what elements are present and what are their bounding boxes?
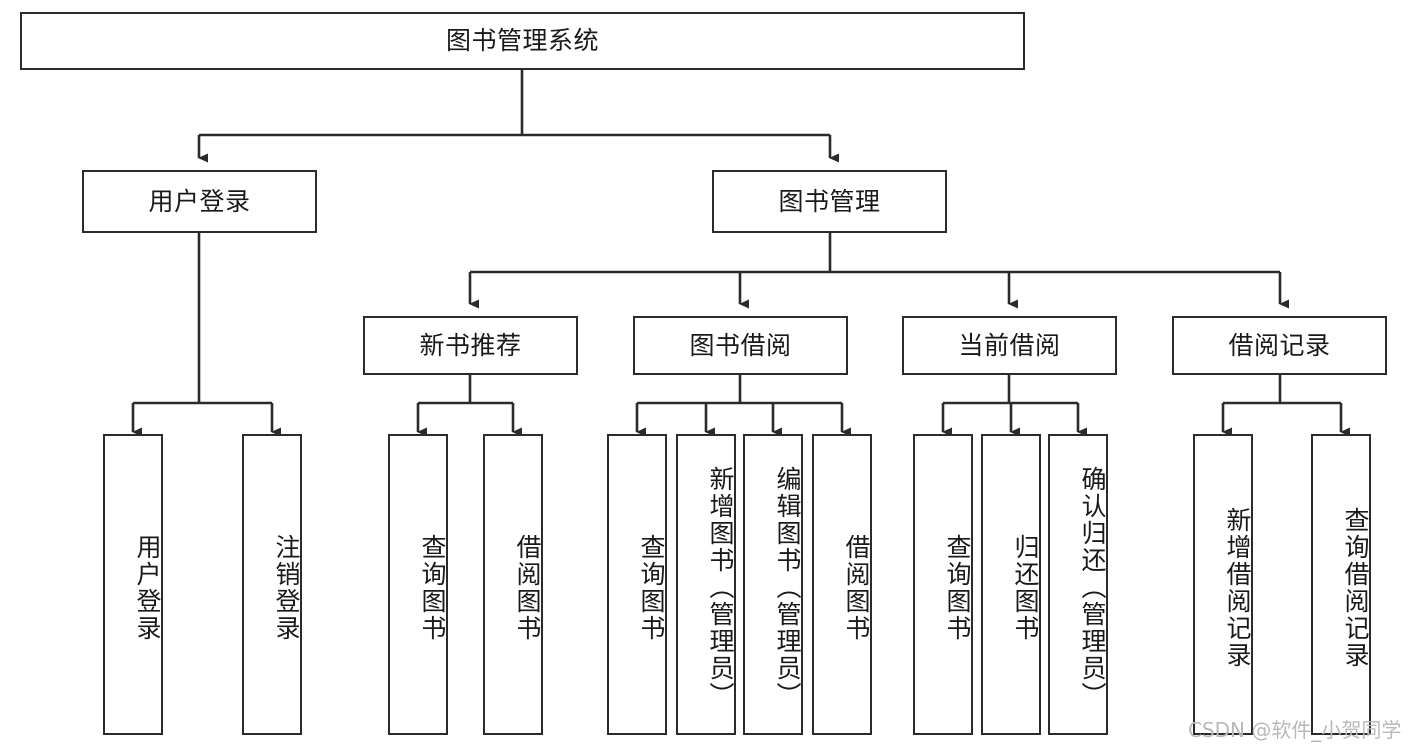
leaf-user-login[interactable]: 用户登录 — [103, 434, 163, 735]
node-root-book-management-system[interactable]: 图书管理系统 — [20, 12, 1025, 70]
node-current-borrow-label: 当前借阅 — [958, 330, 1061, 360]
node-new-book-recommend-label: 新书推荐 — [419, 330, 522, 360]
leaf-borrow-book-2[interactable]: 借阅图书 — [812, 434, 872, 735]
leaf-borrow-book-1[interactable]: 借阅图书 — [483, 434, 543, 735]
leaf-query-book-2[interactable]: 查询图书 — [607, 434, 667, 735]
leaf-query-record-label: 查询借阅记录 — [1341, 506, 1370, 669]
node-current-borrow[interactable]: 当前借阅 — [902, 316, 1117, 375]
node-borrow-record[interactable]: 借阅记录 — [1172, 316, 1387, 375]
leaf-query-book-3-label: 查询图书 — [943, 533, 972, 642]
leaf-confirm-return[interactable]: 确认归还（管理员） — [1048, 434, 1108, 735]
csdn-watermark: CSDN @软件_小贺同学 — [1188, 718, 1402, 742]
leaf-edit-book-label: 编辑图书（管理员） — [773, 466, 802, 709]
leaf-add-record-label: 新增借阅记录 — [1223, 506, 1252, 669]
node-user-login-label: 用户登录 — [148, 186, 251, 216]
leaf-logout-login-label: 注销登录 — [272, 533, 301, 642]
leaf-return-book-label: 归还图书 — [1011, 533, 1040, 642]
node-book-borrow-label: 图书借阅 — [689, 330, 792, 360]
leaf-add-book[interactable]: 新增图书（管理员） — [676, 434, 736, 735]
leaf-query-book-2-label: 查询图书 — [637, 533, 666, 642]
leaf-query-record[interactable]: 查询借阅记录 — [1311, 434, 1371, 735]
node-book-borrow[interactable]: 图书借阅 — [633, 316, 848, 375]
leaf-borrow-book-1-label: 借阅图书 — [513, 533, 542, 642]
leaf-add-book-label: 新增图书（管理员） — [706, 466, 735, 709]
leaf-user-login-label: 用户登录 — [133, 533, 162, 642]
leaf-return-book[interactable]: 归还图书 — [981, 434, 1041, 735]
node-user-login[interactable]: 用户登录 — [82, 170, 317, 233]
node-root-label: 图书管理系统 — [445, 26, 599, 56]
node-book-manage[interactable]: 图书管理 — [712, 170, 947, 233]
leaf-logout-login[interactable]: 注销登录 — [242, 434, 302, 735]
leaf-query-book-3[interactable]: 查询图书 — [913, 434, 973, 735]
node-new-book-recommend[interactable]: 新书推荐 — [363, 316, 578, 375]
leaf-confirm-return-label: 确认归还（管理员） — [1078, 466, 1107, 709]
leaf-edit-book[interactable]: 编辑图书（管理员） — [743, 434, 803, 735]
leaf-query-book-1-label: 查询图书 — [418, 533, 447, 642]
leaf-borrow-book-2-label: 借阅图书 — [842, 533, 871, 642]
leaf-add-record[interactable]: 新增借阅记录 — [1193, 434, 1253, 735]
node-book-manage-label: 图书管理 — [778, 186, 881, 216]
node-borrow-record-label: 借阅记录 — [1228, 330, 1331, 360]
leaf-query-book-1[interactable]: 查询图书 — [388, 434, 448, 735]
